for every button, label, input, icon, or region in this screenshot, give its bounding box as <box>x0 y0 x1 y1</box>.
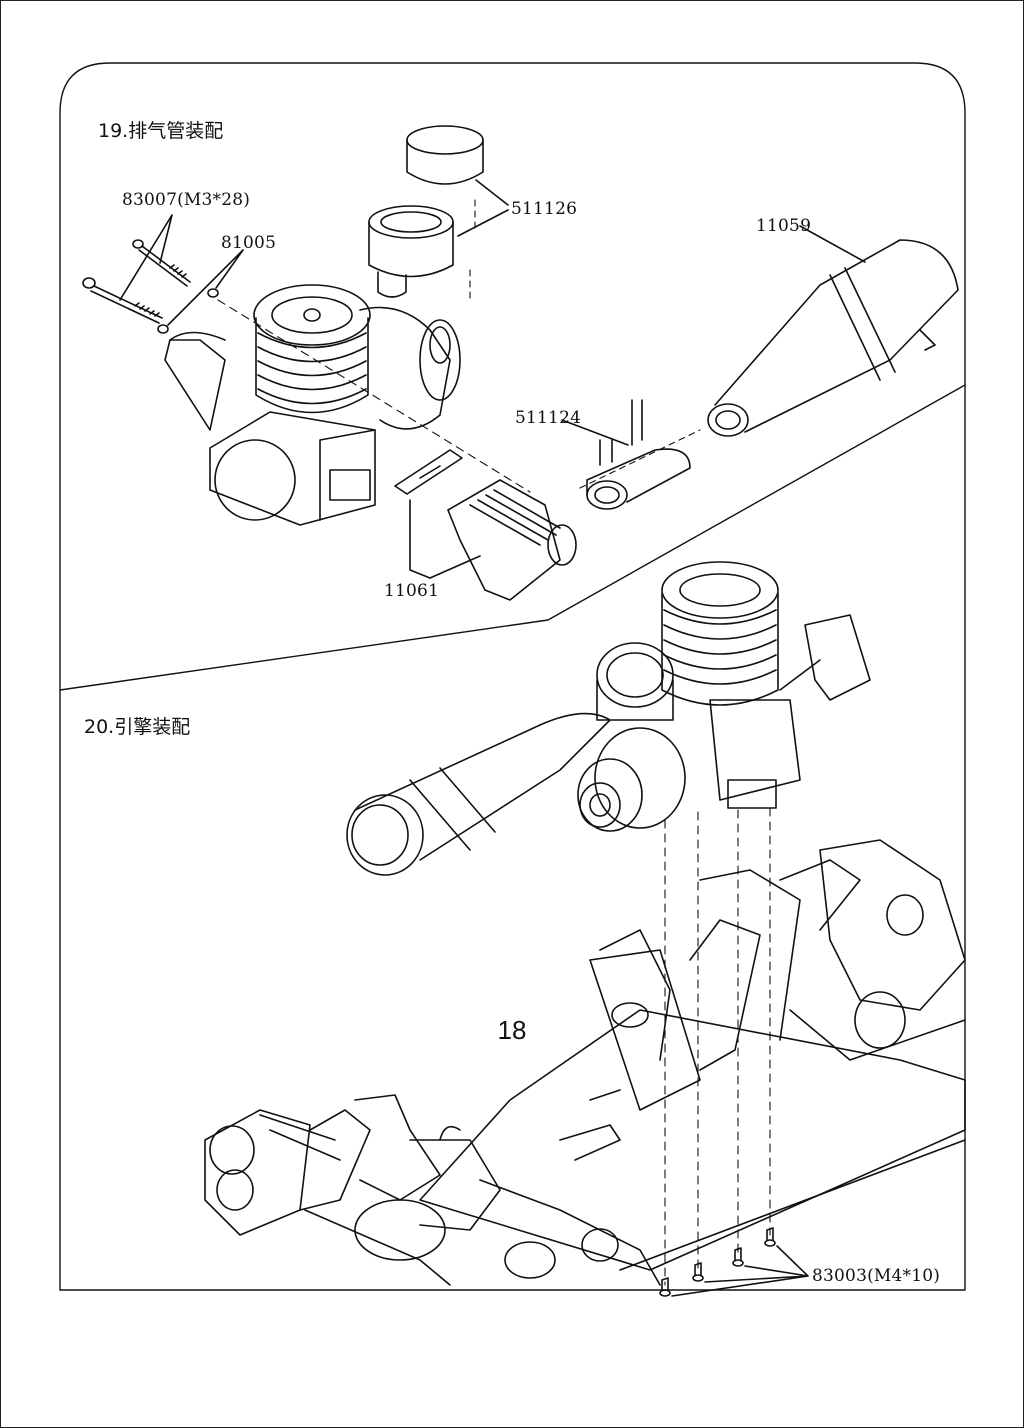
washer-icon <box>207 288 219 298</box>
exhaust-pipe-part <box>707 239 959 437</box>
content-frame <box>59 62 966 1291</box>
chassis-part <box>419 839 966 1271</box>
exhaust-pipe-part <box>346 712 611 876</box>
rear-suspension-part <box>204 1094 661 1286</box>
exhaust-assembly-diagram <box>82 125 959 601</box>
screw-icon <box>659 1277 671 1297</box>
screw-icon <box>82 277 163 324</box>
section-divider <box>59 384 966 691</box>
section-title-text: 引擎装配 <box>114 716 191 738</box>
section-title-text: 排气管装配 <box>128 120 224 142</box>
engine-part <box>164 284 461 526</box>
section-20-title: 20.引擎装配 <box>84 718 190 737</box>
section-number: 19. <box>98 120 129 142</box>
screw-icon <box>732 1247 744 1267</box>
screw-icon <box>132 239 191 287</box>
gasket-part <box>394 449 463 495</box>
callout-screw-83003: 83003(M4*10) <box>812 1266 941 1286</box>
callout-exhaust-pipe-11059: 11059 <box>756 216 812 236</box>
pipe-cap-insert-part <box>368 205 454 298</box>
callout-coupler-511124: 511124 <box>515 408 582 428</box>
callout-manifold-11061: 11061 <box>384 581 440 601</box>
section-number: 20. <box>84 716 115 738</box>
manifold-part <box>447 479 577 601</box>
callout-washer-81005: 81005 <box>221 233 277 253</box>
screw-icon <box>764 1227 776 1247</box>
washer-icon <box>157 324 169 334</box>
pull-starter-part <box>779 614 871 701</box>
section-19-title: 19.排气管装配 <box>98 122 223 141</box>
page-number: 18 <box>497 1015 527 1045</box>
clutch-part <box>577 727 686 832</box>
air-filter-part <box>596 642 674 721</box>
callout-pipe-cap-511126: 511126 <box>511 199 578 219</box>
engine-part <box>661 561 801 809</box>
screw-icon <box>692 1262 704 1282</box>
coupler-part <box>586 399 691 510</box>
callout-screw-83007: 83007(M3*28) <box>122 190 251 210</box>
pipe-cap-part <box>406 125 484 185</box>
engine-assembly-diagram <box>204 561 966 1297</box>
